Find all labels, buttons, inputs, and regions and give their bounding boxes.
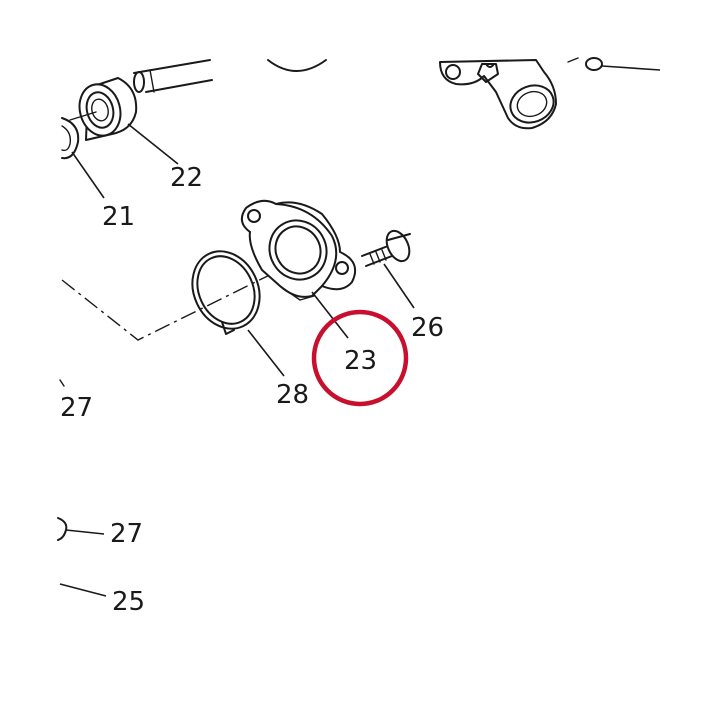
housing-edge-part (267, 59, 327, 72)
leader-line-21 (71, 151, 105, 199)
callout-27-upper: 27 (60, 393, 93, 423)
leader-line-27b (65, 529, 105, 535)
leader-line-26 (383, 263, 415, 309)
leader-line-25 (59, 583, 107, 597)
small-bolt-part (567, 57, 603, 71)
leader-line-23 (311, 291, 349, 339)
outlet-housing-part (439, 59, 557, 130)
callout-25: 25 (112, 587, 145, 617)
highlight-circle (311, 309, 409, 407)
callout-26: 26 (411, 313, 444, 343)
leader-line-top-right (601, 65, 661, 71)
washer-part (61, 117, 80, 160)
o-ring-part (191, 250, 261, 335)
callout-23: 23 (344, 346, 377, 376)
clip-part-edge (59, 379, 65, 387)
callout-28: 28 (276, 380, 309, 410)
leader-line-22 (127, 123, 179, 165)
seal-bushing-part (69, 77, 138, 141)
flange-cover-part (240, 199, 356, 301)
center-line (61, 261, 297, 341)
callout-21: 21 (102, 202, 135, 232)
screw-part (361, 229, 411, 267)
callout-22: 22 (170, 163, 203, 193)
shaft-part (133, 59, 213, 93)
retainer-part (57, 517, 68, 541)
leader-line-28 (247, 329, 285, 377)
callout-27-lower: 27 (110, 519, 143, 549)
